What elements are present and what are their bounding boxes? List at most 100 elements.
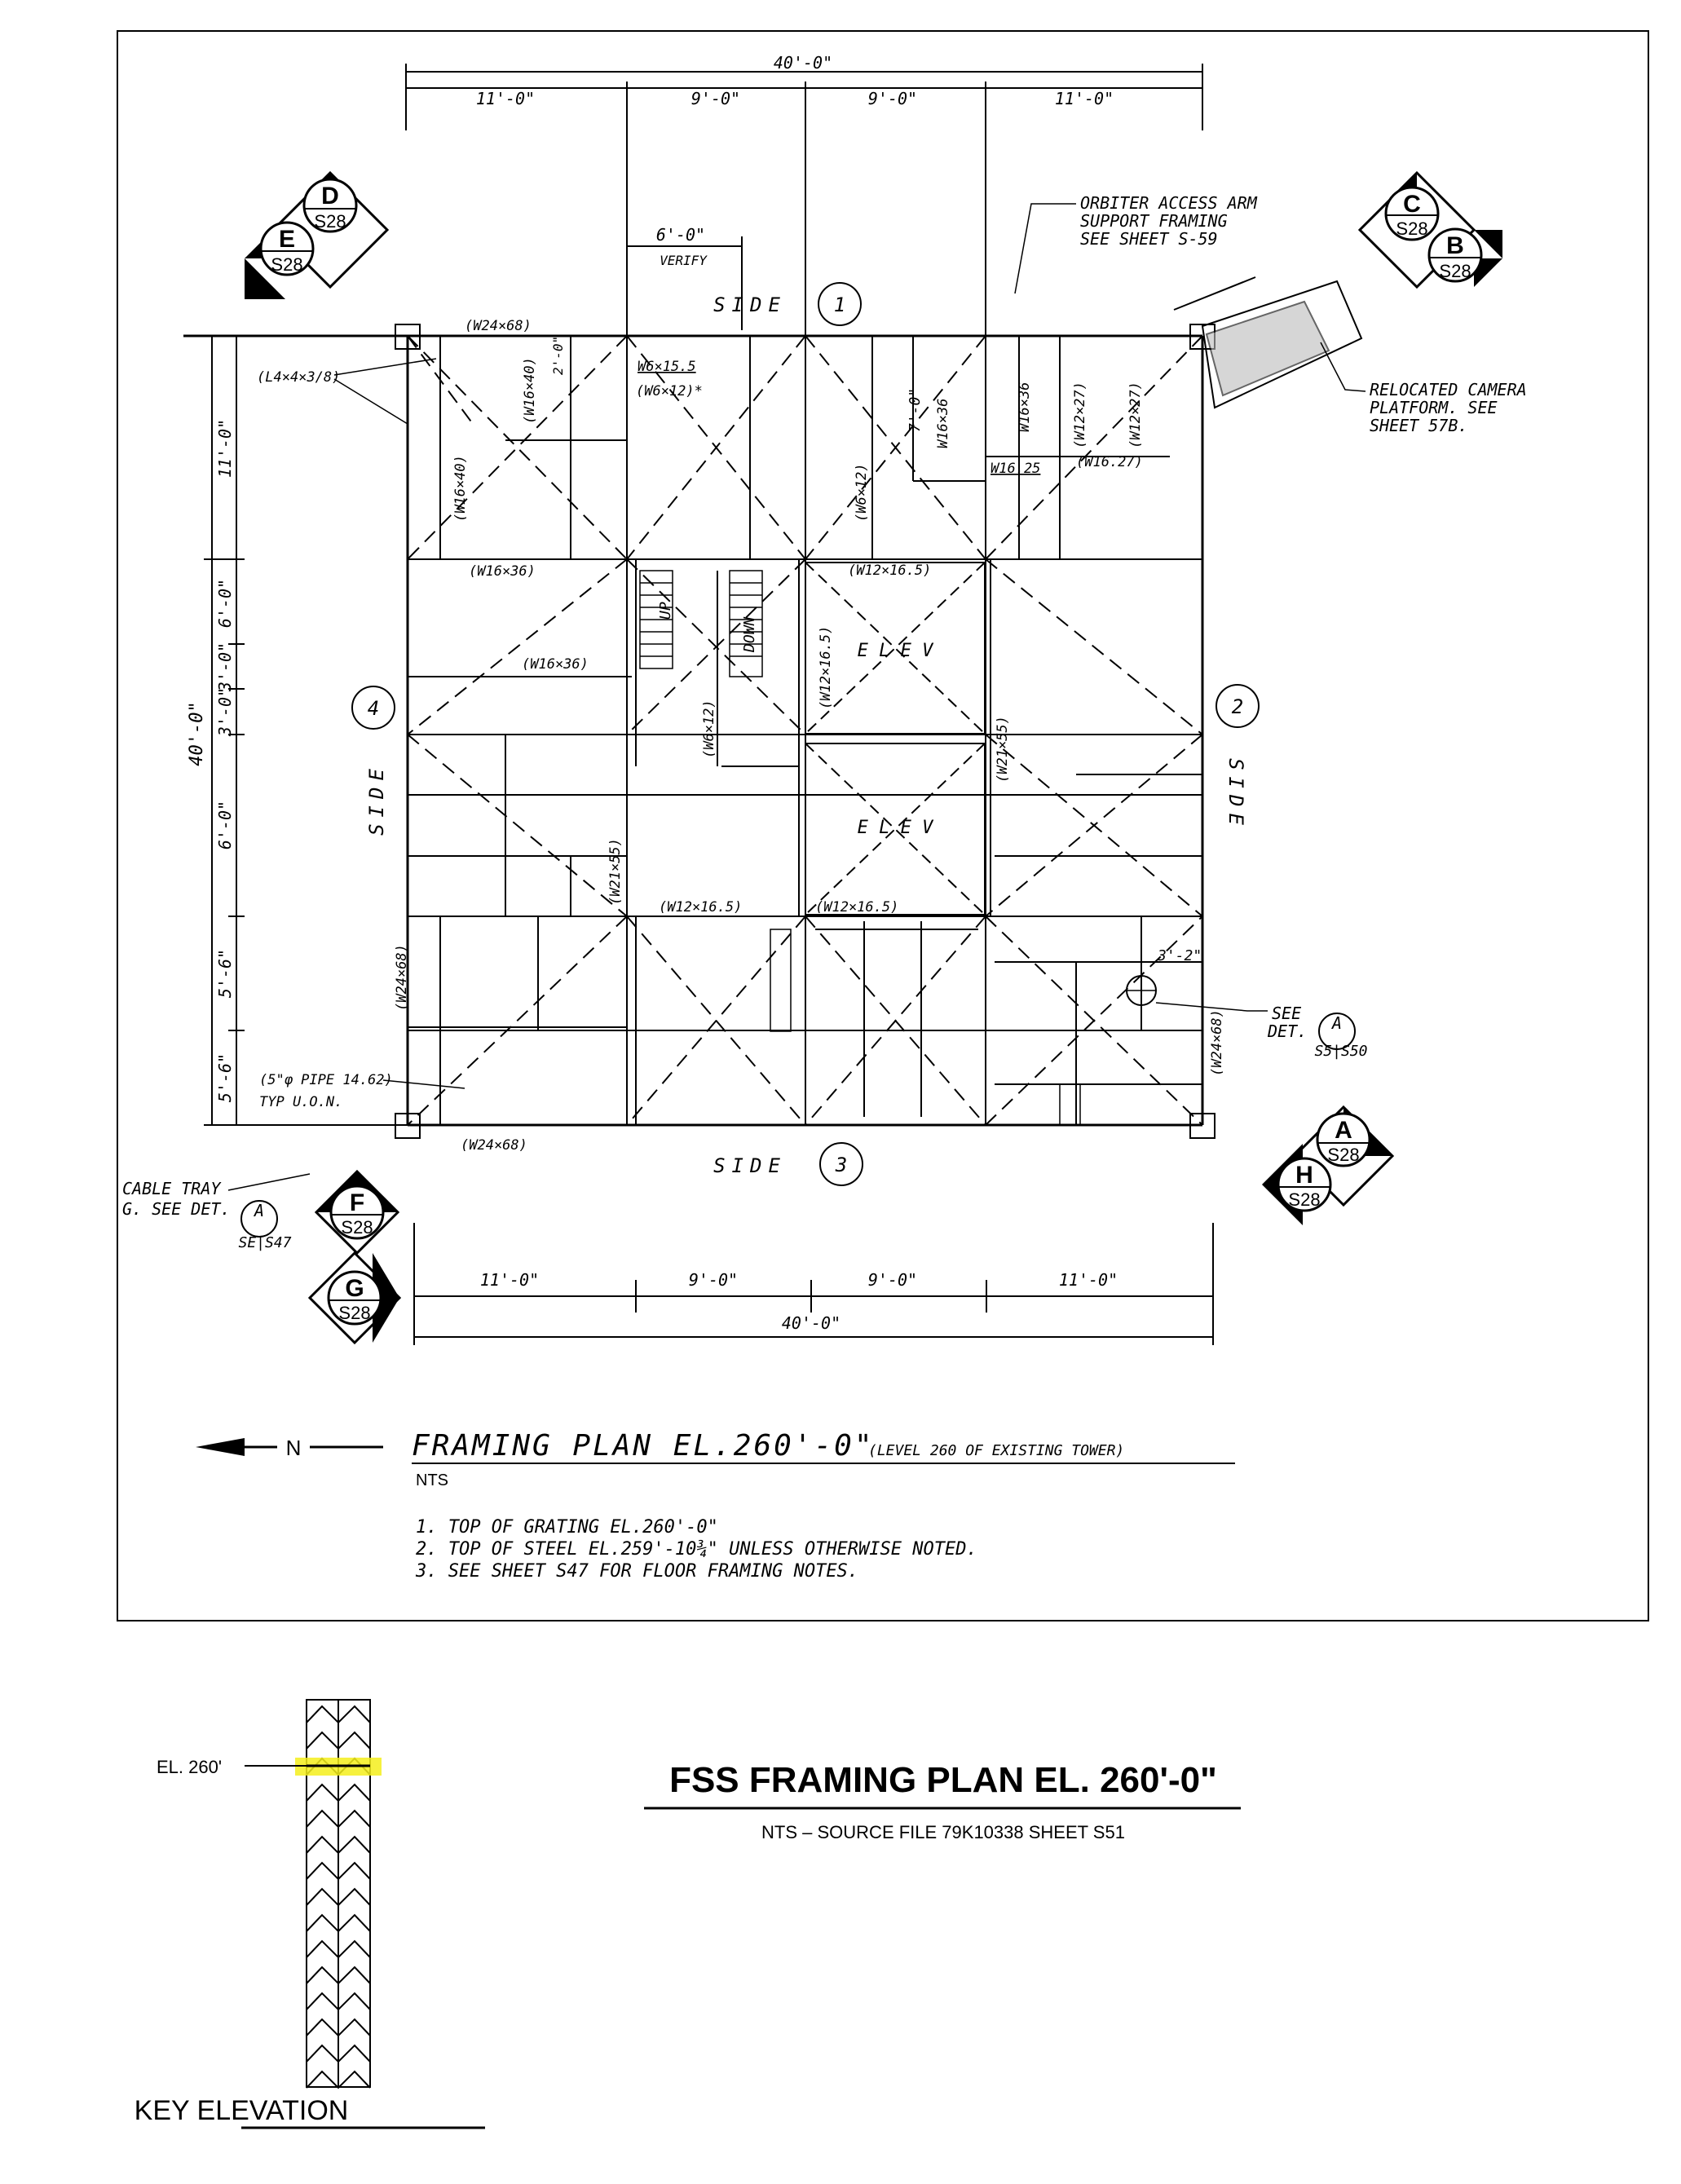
member-typ: TYP U.O.N. — [259, 1094, 342, 1110]
member-w6-15: W6×15.5 — [638, 359, 696, 375]
tower-chevron — [306, 1992, 371, 2011]
see-det-note-2: DET. — [1267, 1021, 1307, 1041]
drawing-border — [117, 30, 1649, 1621]
bottom-dim-1: 11'-0" — [480, 1270, 539, 1290]
framing-grid-lines — [408, 122, 1202, 1125]
section-g-letter: G — [345, 1275, 364, 1302]
elev-label-1: E L E V — [858, 641, 934, 661]
left-dim-1: 11'-0" — [215, 419, 235, 478]
left-dim-4: 3'-0" — [215, 687, 235, 737]
member-w24-top: (W24×68) — [465, 318, 532, 334]
left-dim-7: 5'-6" — [215, 1053, 235, 1102]
section-h-sheet: S28 — [1288, 1189, 1320, 1210]
section-marker-g — [307, 1251, 402, 1345]
tower-chevron — [306, 1939, 371, 1959]
top-dim-3: 9'-0" — [868, 89, 917, 108]
tower-chevron — [306, 1835, 371, 1855]
plan-scale: NTS — [416, 1471, 448, 1489]
detail-bubble-right — [1318, 1013, 1356, 1050]
plan-title: FRAMING PLAN EL.260'-0" — [412, 1429, 875, 1463]
camera-platform — [1173, 276, 1363, 409]
left-overall-dim: 40'-0" — [187, 701, 207, 766]
section-a-sheet: S28 — [1327, 1145, 1359, 1165]
left-dim-2: 6'-0" — [215, 579, 235, 628]
section-e-sheet: S28 — [271, 254, 302, 275]
framing-outer-beams — [183, 334, 1204, 1127]
elevator-shafts — [805, 562, 986, 916]
camera-note-1: RELOCATED CAMERA — [1370, 380, 1527, 399]
detail-bubble-left-sheet: SE|S47 — [238, 1234, 291, 1251]
section-f-sheet: S28 — [341, 1217, 373, 1238]
member-w16-36-h: (W16×36) — [469, 563, 536, 580]
member-w24-right: (W24×68) — [1209, 1009, 1225, 1076]
member-w16-36-h2: (W16×36) — [522, 656, 589, 673]
side-3-label: SIDE — [713, 1154, 787, 1177]
stairs — [639, 570, 1081, 1126]
tower-chevron — [306, 1861, 371, 1881]
orbiter-note-2: SUPPORT FRAMING — [1080, 211, 1228, 231]
side-4-number: 4 — [368, 697, 379, 720]
member-w12-16-b1: (W12×16.5) — [659, 899, 742, 916]
top-dim-2: 9'-0" — [691, 89, 740, 108]
small-dim-right: 3'-2" — [1157, 947, 1202, 964]
small-dim-mid: 7'-0" — [907, 388, 924, 432]
section-e-letter: E — [279, 226, 295, 253]
member-w12-27-b: (W12×27) — [1127, 382, 1144, 448]
member-w16-36-v: W16×36 — [935, 399, 951, 448]
verify-dim: 6'-0" — [656, 225, 705, 245]
tower-chevron — [306, 1913, 371, 1933]
tower-chevron — [306, 1705, 371, 1724]
bottom-overall-dim: 40'-0" — [782, 1313, 840, 1333]
verify-label: VERIFY — [660, 253, 708, 268]
key-elevation-title: KEY ELEVATION — [135, 2095, 349, 2126]
tower-chevron — [306, 1887, 371, 1907]
member-w21-55-l: (W21×55) — [607, 838, 624, 905]
side-2-number: 2 — [1232, 695, 1243, 718]
note-3: 3. SEE SHEET S47 FOR FLOOR FRAMING NOTES… — [415, 1561, 858, 1582]
sheet-subtitle: NTS – SOURCE FILE 79K10338 SHEET S51 — [761, 1822, 1125, 1842]
member-w12-27-a: (W12×27) — [1072, 382, 1088, 448]
side-3-number: 3 — [835, 1154, 847, 1176]
tower-chevron — [306, 1966, 371, 1985]
orbiter-note-1: ORBITER ACCESS ARM — [1080, 193, 1258, 213]
section-marker-de — [245, 170, 390, 299]
left-dimension-lines — [204, 336, 408, 1126]
member-w24-bottom: (W24×68) — [461, 1137, 527, 1154]
member-w6-12-b: (W6×12) — [701, 699, 717, 758]
left-dim-5: 6'-0" — [215, 801, 235, 849]
section-d-letter: D — [321, 183, 339, 210]
detail-bubble-left — [240, 1200, 278, 1238]
section-marker-ah — [1262, 1105, 1395, 1225]
section-h-letter: H — [1295, 1162, 1313, 1189]
side-2-circle — [1216, 684, 1260, 728]
top-dim-4: 11'-0" — [1055, 89, 1114, 108]
member-w12-16-b2: (W12×16.5) — [815, 899, 898, 916]
section-d-sheet: S28 — [314, 211, 346, 232]
key-elevation-label: EL. 260' — [157, 1757, 222, 1777]
bottom-dim-3: 9'-0" — [868, 1270, 917, 1290]
member-w12-16-top: (W12×16.5) — [848, 563, 931, 579]
member-w16-36-v2: W16×36 — [1017, 382, 1033, 432]
detail-bubble-left-letter: A — [253, 1201, 264, 1220]
section-b-letter: B — [1446, 232, 1464, 259]
note-2: 2. TOP OF STEEL EL.259'-10¾" UNLESS OTHE… — [416, 1539, 977, 1560]
member-w6-12-a: (W6×12) — [854, 463, 870, 522]
north-arrow-icon — [196, 1438, 383, 1456]
member-w6-12-star: (W6×12)* — [636, 383, 703, 399]
member-w16-25: W16.25 — [991, 461, 1040, 477]
cable-note-1: CABLE TRAY — [122, 1179, 222, 1198]
section-c-sheet: S28 — [1396, 218, 1427, 239]
side-4-label: SIDE — [365, 762, 388, 836]
section-f-letter: F — [350, 1189, 364, 1216]
section-c-letter: C — [1403, 191, 1421, 218]
section-marker-f — [314, 1169, 400, 1255]
side-2-label: SIDE — [1224, 758, 1247, 832]
member-w16-27: (W16.27) — [1076, 454, 1143, 470]
camera-note-2: PLATFORM. SEE — [1370, 398, 1498, 417]
side-1-number: 1 — [834, 293, 845, 316]
small-dim-top: 2'-0" — [550, 336, 566, 375]
member-w24-left: (W24×68) — [394, 944, 410, 1011]
member-w16-40-a: (W16×40) — [452, 455, 469, 522]
member-w21-55-r: (W21×55) — [995, 716, 1011, 783]
